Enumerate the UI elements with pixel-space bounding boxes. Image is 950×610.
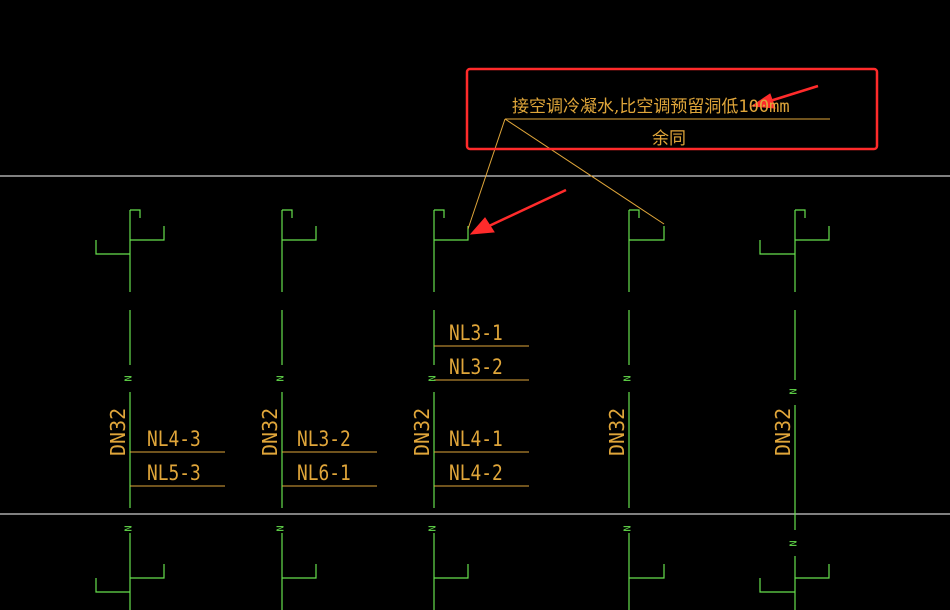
pipe-size-label: DN32: [605, 407, 629, 456]
annotation-line-2: 余同: [652, 129, 686, 149]
annotation-line-1: 接空调冷凝水,比空调预留洞低100mm: [512, 92, 790, 117]
annotation-value: 100mm: [738, 97, 790, 117]
pipe-label: NL4-3: [147, 427, 201, 451]
pipe-size-label: DN32: [258, 407, 282, 456]
riser-column-4: [628, 209, 665, 610]
pipe-size-label: DN32: [106, 407, 130, 456]
flow-mark: N: [275, 525, 287, 532]
pipe-label: NL4-1: [449, 427, 503, 451]
flow-mark: N: [622, 525, 634, 532]
highlight-box: [465, 67, 879, 151]
pipe-label: NL4-2: [449, 461, 503, 485]
annotation-leader: [467, 118, 830, 230]
pipe-label: NL3-1: [449, 321, 503, 345]
riser-column-2: [281, 209, 317, 610]
flow-mark: N: [622, 375, 634, 382]
flow-mark: N: [788, 388, 800, 395]
pipe-label: NL3-2: [297, 427, 351, 451]
flow-mark: N: [123, 375, 135, 382]
red-arrow-annotation: [469, 84, 819, 235]
pipe-label: NL3-2: [449, 355, 503, 379]
riser-column-1: [95, 209, 165, 610]
pipe-size-label: DN32: [410, 407, 434, 456]
flow-mark: N: [427, 375, 439, 382]
flow-mark: N: [427, 525, 439, 532]
label-underlines: [130, 345, 529, 487]
flow-mark: N: [788, 540, 800, 547]
riser-column-5: [759, 209, 830, 610]
flow-mark: N: [275, 375, 287, 382]
pipe-size-label: DN32: [771, 407, 795, 456]
flow-mark: N: [123, 525, 135, 532]
annotation-text: 接空调冷凝水,比空调预留洞低: [512, 97, 739, 117]
pipe-label: NL5-3: [147, 461, 201, 485]
riser-column-3: [433, 209, 469, 610]
pipe-label: NL6-1: [297, 461, 351, 485]
